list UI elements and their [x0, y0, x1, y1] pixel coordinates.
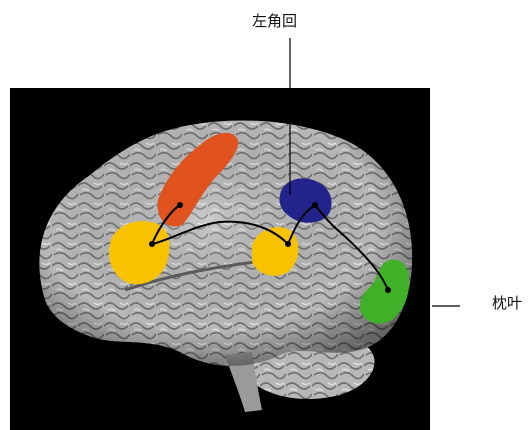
yellow-region-temporal [252, 227, 299, 276]
sylvian-fissure [124, 260, 256, 292]
pathway-node-green [385, 287, 391, 293]
pathway-node-orange [177, 202, 183, 208]
angular-gyrus-label: 左角回 [252, 12, 298, 30]
green-region [359, 259, 410, 324]
pathway-node-yellow-frontal [149, 241, 155, 247]
pathway-node-blue [312, 202, 318, 208]
brain-illustration [39, 120, 413, 412]
pathway-node-yellow-temporal [285, 241, 291, 247]
brainstem [225, 352, 262, 412]
blue-region [279, 178, 332, 223]
occipital-lobe-label: 枕叶 [492, 294, 523, 312]
brain-shading [39, 120, 413, 366]
